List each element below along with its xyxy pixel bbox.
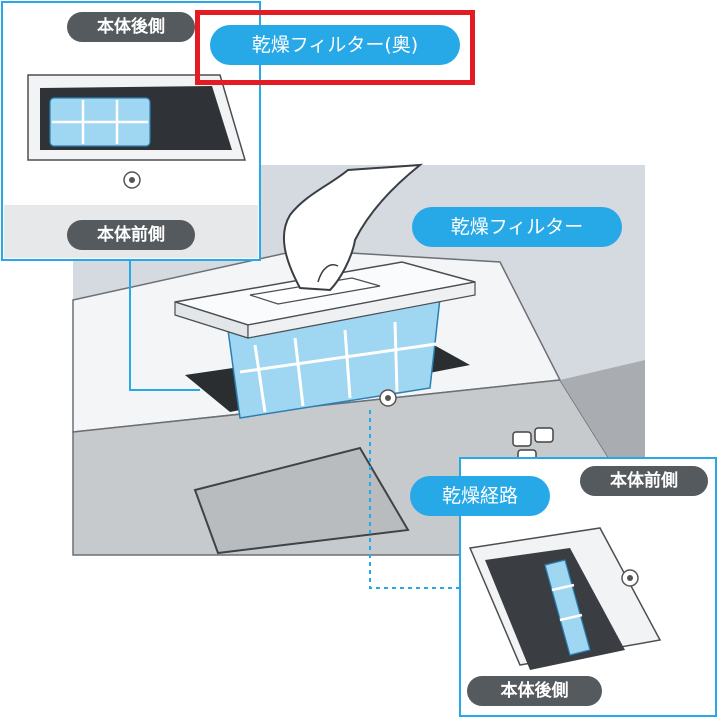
appliance-lid	[193, 446, 410, 555]
connector-line-path	[369, 410, 465, 589]
label-top-front: 本体前側	[67, 220, 195, 250]
filter-mesh	[239, 321, 437, 413]
label-bottom-right-rear: 本体後側	[467, 676, 602, 706]
inset-bottom-right-marker-center	[627, 575, 633, 581]
hand	[283, 163, 424, 292]
highlight-box	[195, 10, 475, 85]
label-top-rear: 本体後側	[67, 12, 195, 42]
inset-bottom-right-cavity	[485, 548, 625, 670]
label-filter-main: 乾燥フィルター	[412, 207, 622, 247]
inset-top-left-filter-mesh	[52, 100, 148, 144]
connector-line-front	[129, 245, 200, 391]
label-bottom-right-front: 本体前側	[580, 466, 708, 496]
hand-finger	[317, 264, 339, 283]
label-filter-back: 乾燥フィルター(奥)	[210, 25, 460, 65]
label-dry-path: 乾燥経路	[410, 476, 550, 516]
control-button	[512, 431, 532, 447]
filter-frame-front	[247, 281, 476, 339]
inset-bottom-right-filter-mesh	[551, 583, 583, 622]
inset-top-left-marker-center	[129, 177, 135, 183]
sensor-marker-center	[385, 395, 391, 401]
inset-bottom-right-filter	[544, 559, 591, 656]
control-button	[534, 427, 554, 443]
